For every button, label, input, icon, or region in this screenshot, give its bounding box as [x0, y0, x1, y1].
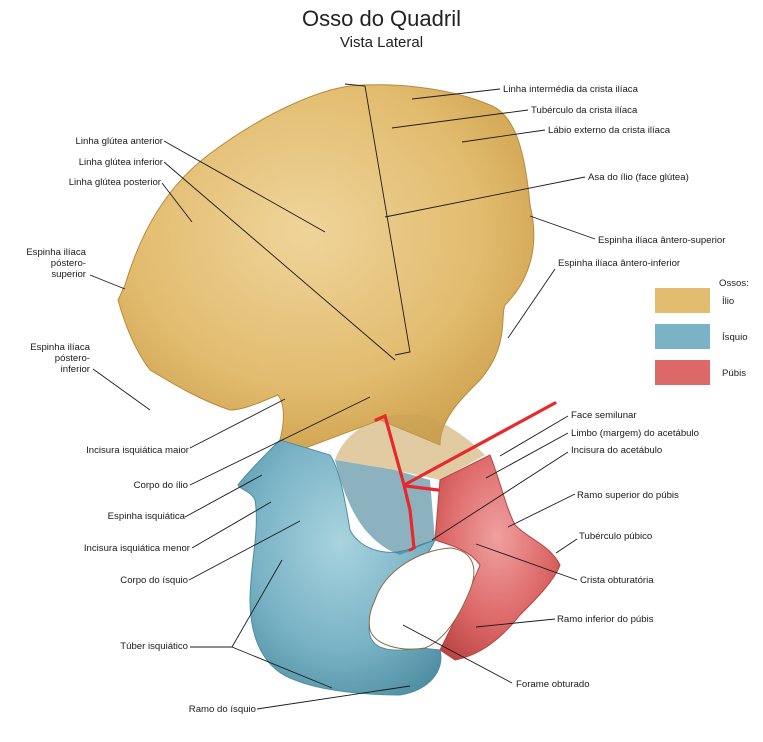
label-ramo-isquio: Ramo do ísquio — [188, 704, 256, 715]
acetabulum-lunate-ilium — [335, 414, 485, 480]
leader-lines — [89, 83, 596, 710]
label-linha-glutea-ant: Linha glútea anterior — [75, 136, 163, 147]
pubis-region — [434, 454, 561, 661]
label-labio-externo: Lábio externo da crista ilíaca — [548, 125, 671, 136]
label-espinha-isq: Espinha isquiática — [107, 511, 185, 522]
label-forame-obturado: Forame obturado — [516, 679, 590, 690]
legend-label-pubis: Púbis — [722, 368, 746, 379]
label-ramo-sup-pubis: Ramo superior do púbis — [577, 490, 679, 501]
ilium-region — [117, 84, 535, 451]
obturator-foramen-shape — [368, 547, 475, 650]
label-linha-glutea-inf: Linha glútea inferior — [78, 157, 163, 168]
legend-label-isquio: Ísquio — [722, 332, 748, 343]
label-linha-glutea-post: Linha glútea posterior — [68, 177, 161, 188]
label-crista-obturatoria: Crista obturatória — [580, 575, 654, 586]
label-esp-post-sup-1: Espinha ilíaca — [26, 247, 86, 258]
label-corpo-isquio: Corpo do ísquio — [120, 575, 188, 586]
label-corpo-ilio: Corpo do ílio — [133, 480, 188, 491]
legend-title: Ossos: — [719, 278, 749, 289]
label-ramo-inf-pubis: Ramo inferior do púbis — [557, 614, 654, 625]
label-tuber-isq: Túber isquiático — [120, 641, 188, 652]
label-esp-post-inf-2: póstero- — [54, 353, 90, 364]
legend-swatch-ilio — [655, 288, 710, 313]
label-incisura-isq-maior: Incisura isquiática maior — [86, 445, 189, 456]
label-espinha-ant-sup: Espinha ilíaca ântero-superior — [598, 235, 726, 246]
label-esp-post-sup-3: superior — [51, 269, 86, 280]
label-incisura-acet: Incisura do acetábulo — [571, 445, 663, 456]
legend-swatch-pubis — [655, 360, 710, 385]
label-face-semilunar: Face semilunar — [571, 410, 637, 421]
label-asa-ilio: Asa do ílio (face glútea) — [588, 172, 689, 183]
label-esp-post-inf-1: Espinha ilíaca — [30, 342, 90, 353]
label-esp-post-inf-3: inferior — [60, 364, 90, 375]
label-tuberculo-crista: Tubérculo da crista ilíaca — [531, 105, 638, 116]
legend-label-ilio: Ílio — [722, 296, 735, 307]
label-incisura-isq-menor: Incisura isquiática menor — [83, 543, 190, 554]
label-tuberculo-pubico: Tubérculo púbico — [579, 531, 653, 542]
label-linha-intermedia: Linha intermédia da crista ilíaca — [503, 84, 638, 95]
legend-swatch-isquio — [655, 324, 710, 349]
label-esp-post-sup-2: póstero- — [50, 258, 86, 269]
acetabulum-ischium — [335, 460, 435, 555]
label-limbo: Limbo (margem) do acetábulo — [571, 428, 699, 439]
red-marker-lines — [374, 401, 557, 552]
label-espinha-ant-inf: Espinha ilíaca ântero-inferior — [558, 258, 681, 269]
page-title: Osso do Quadril — [302, 6, 461, 31]
page-subtitle: Vista Lateral — [339, 34, 424, 51]
